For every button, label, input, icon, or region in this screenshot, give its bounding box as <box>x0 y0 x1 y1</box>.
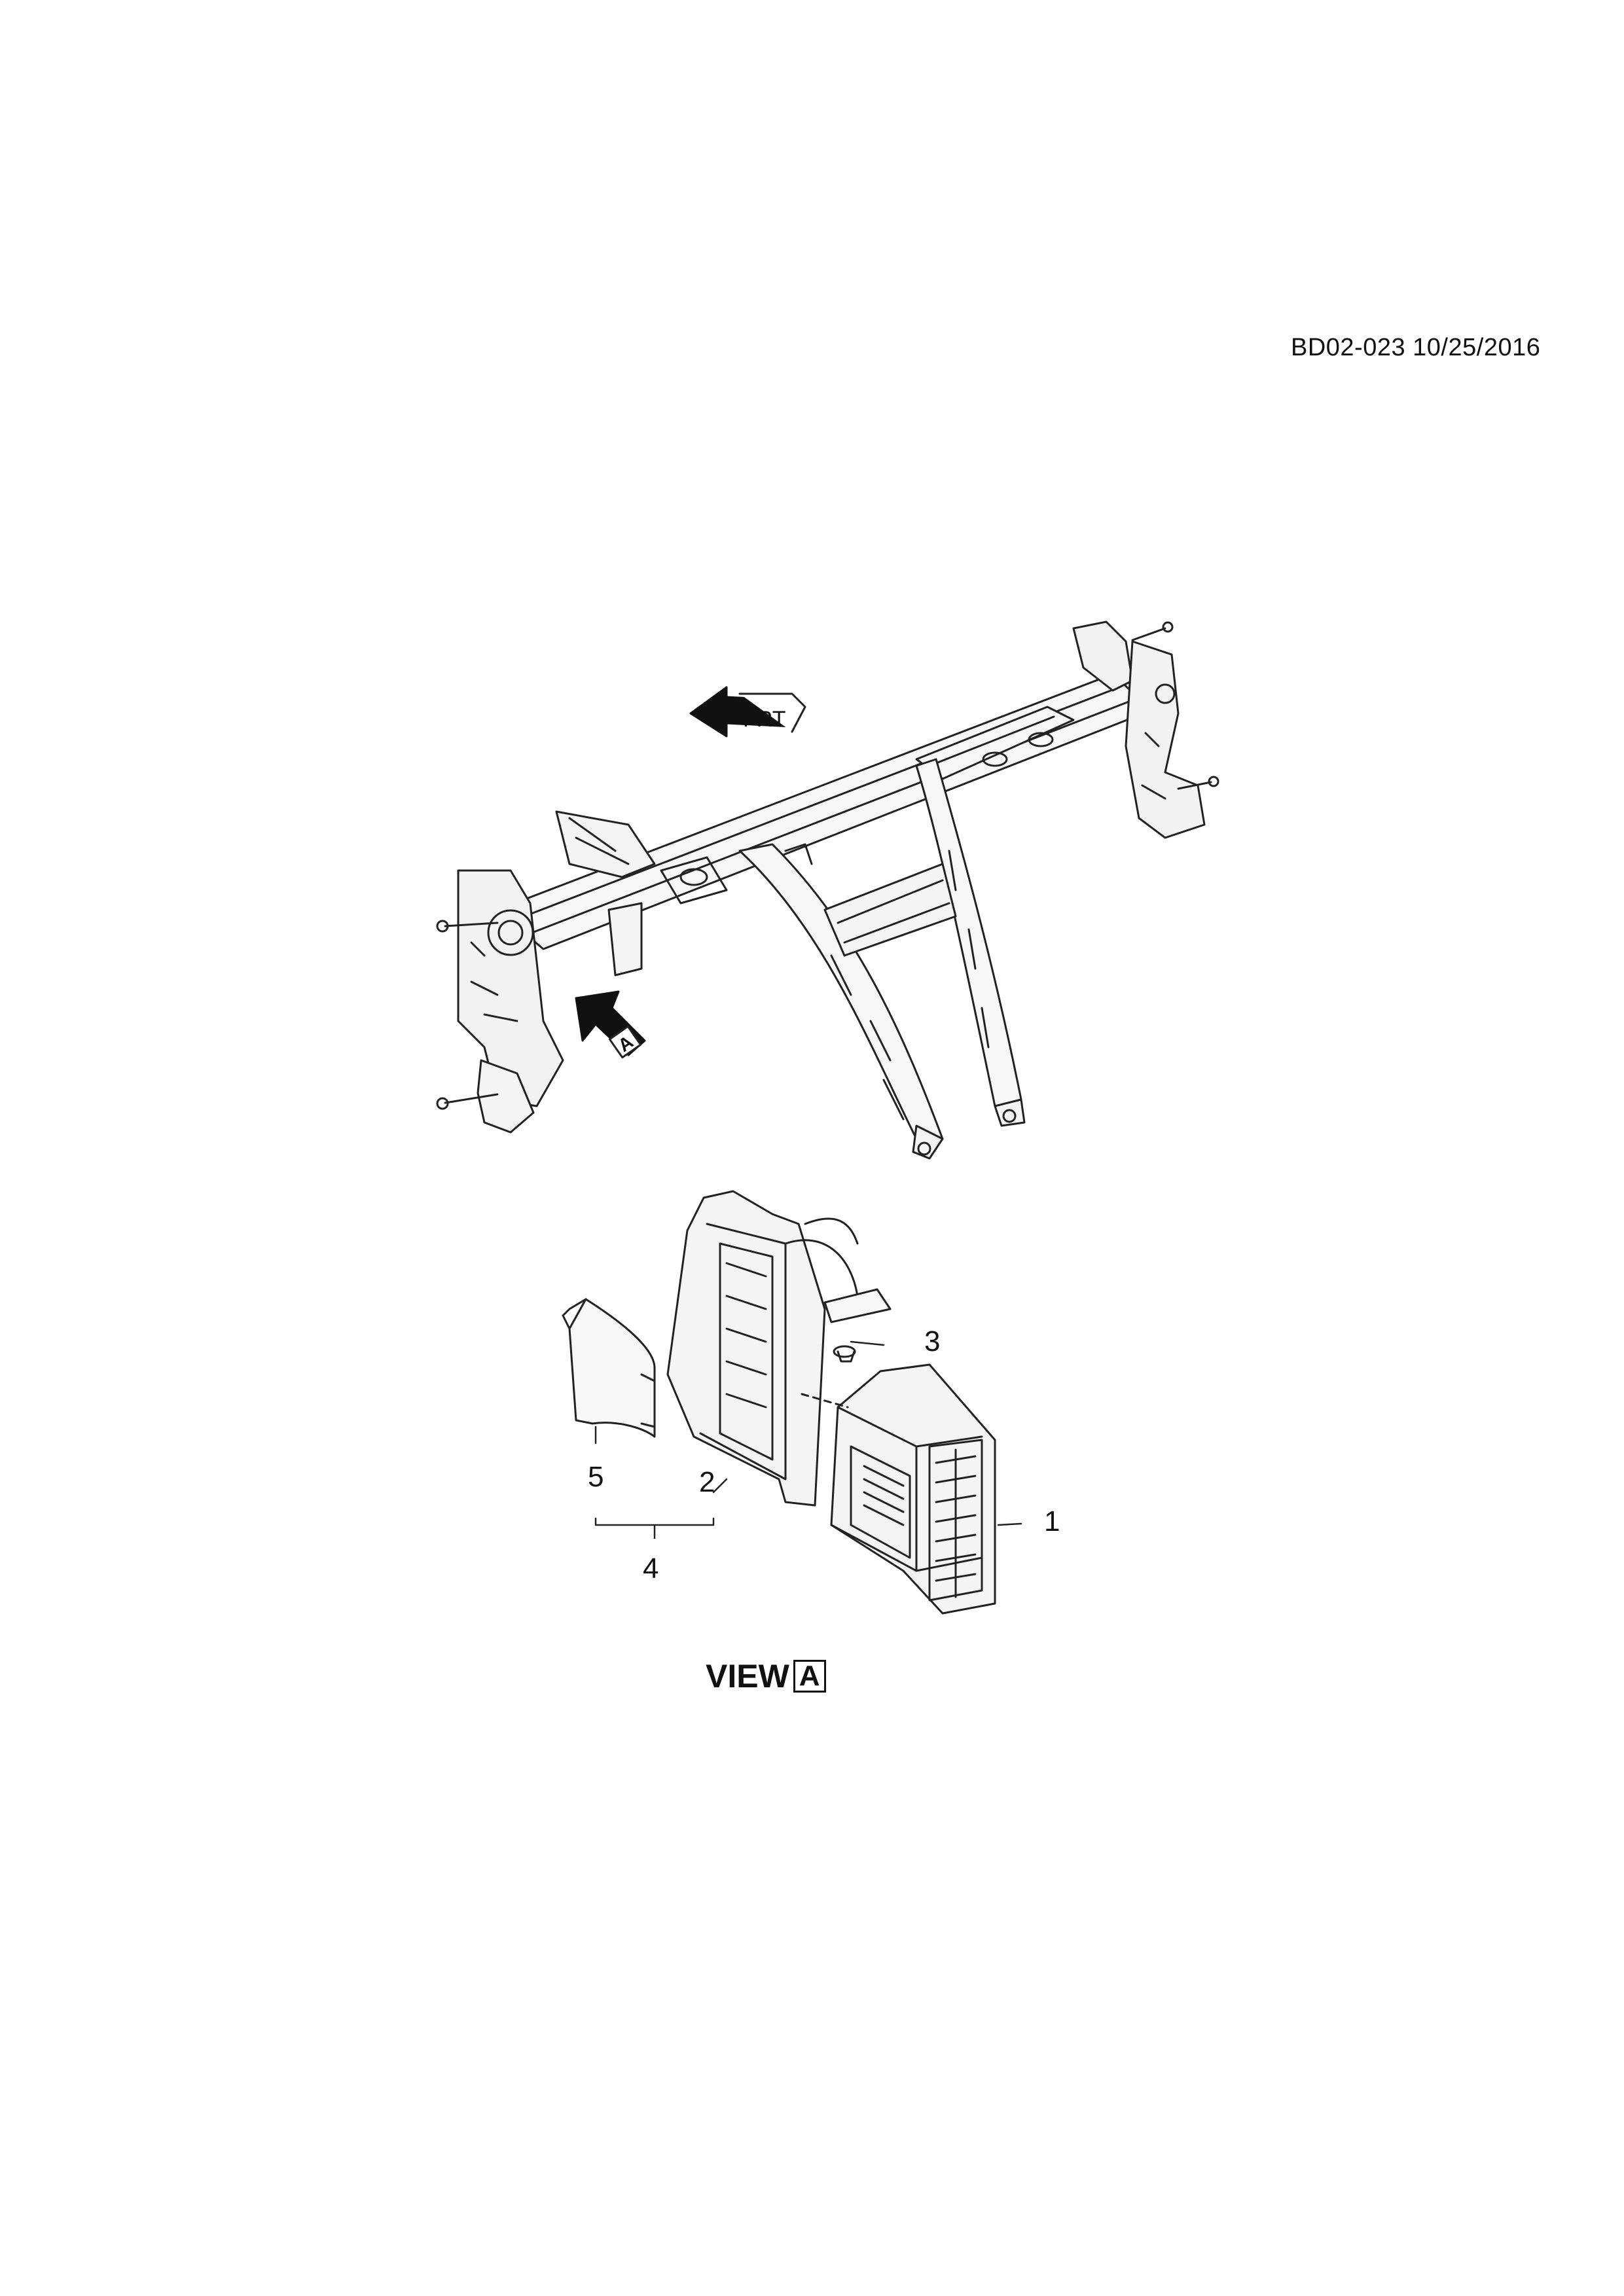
callout-1: 1 <box>1044 1505 1060 1537</box>
drawing-reference: BD02-023 10/25/2016 <box>1291 334 1541 361</box>
view-caption-letter: A <box>793 1660 826 1693</box>
callout-4: 4 <box>643 1552 659 1585</box>
alignment-dashed-line <box>801 1393 849 1408</box>
part-5-cover <box>562 1298 656 1438</box>
cross-car-beam <box>436 620 1219 1160</box>
part-3-clip <box>833 1345 856 1363</box>
leader-lines <box>594 1340 1022 1539</box>
callout-5: 5 <box>588 1461 604 1493</box>
view-a-caption: VIEW A <box>706 1657 826 1695</box>
view-a-arrow: A <box>575 990 646 1059</box>
part-1-module <box>830 1363 996 1615</box>
view-caption-word: VIEW <box>706 1658 789 1695</box>
svg-text:FRT: FRT <box>743 707 785 732</box>
callout-3: 3 <box>924 1325 941 1357</box>
part-2-bracket <box>666 1190 892 1507</box>
front-direction-arrow: FRT <box>689 686 806 738</box>
callout-2: 2 <box>699 1466 715 1498</box>
